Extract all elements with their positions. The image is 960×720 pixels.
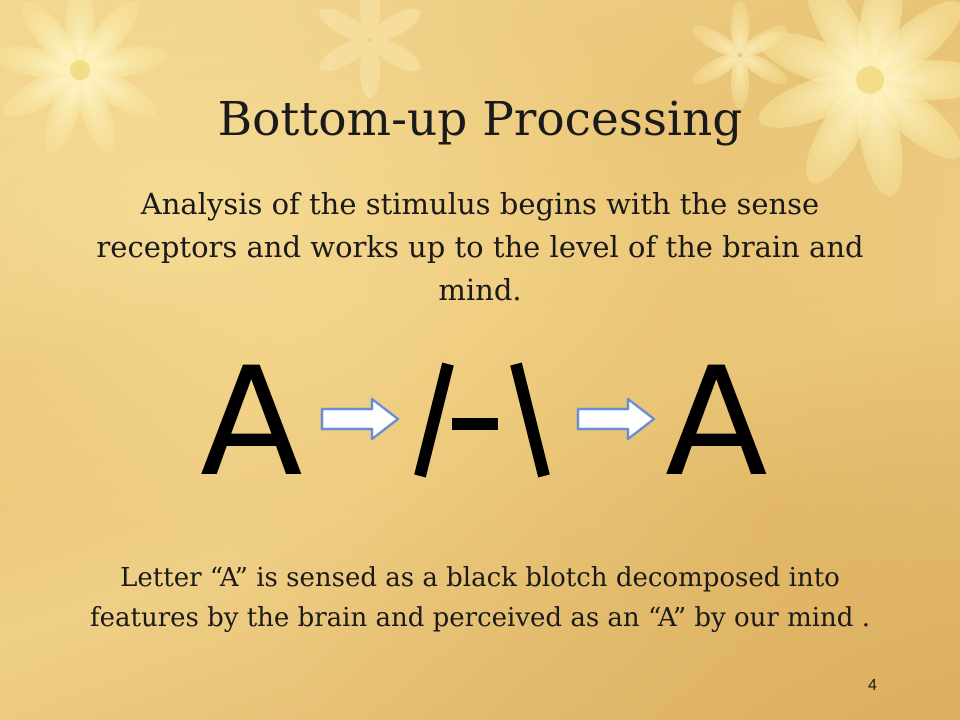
right-arrow-icon: [320, 397, 400, 441]
page-number: 4: [868, 677, 877, 694]
sensed-letter: A: [200, 336, 303, 510]
perceived-letter: A: [665, 336, 768, 510]
feature-left-stroke: [414, 362, 454, 478]
feature-right-stroke: [510, 362, 550, 478]
right-arrow-icon: [576, 397, 656, 441]
slide-title: Bottom-up Processing: [217, 92, 743, 147]
flower-top-left-icon: [0, 0, 166, 153]
flower-top-right-icon: [758, 0, 960, 197]
caption-text: Letter “A” is sensed as a black blotch d…: [90, 563, 870, 633]
intro-text: Analysis of the stimulus begins with the…: [96, 187, 864, 307]
letter-processing-diagram: A A: [0, 340, 960, 498]
letter-features-icon: [414, 362, 550, 478]
flower-small-right-icon: [692, 1, 788, 109]
flower-faint-icon: [319, 0, 421, 98]
